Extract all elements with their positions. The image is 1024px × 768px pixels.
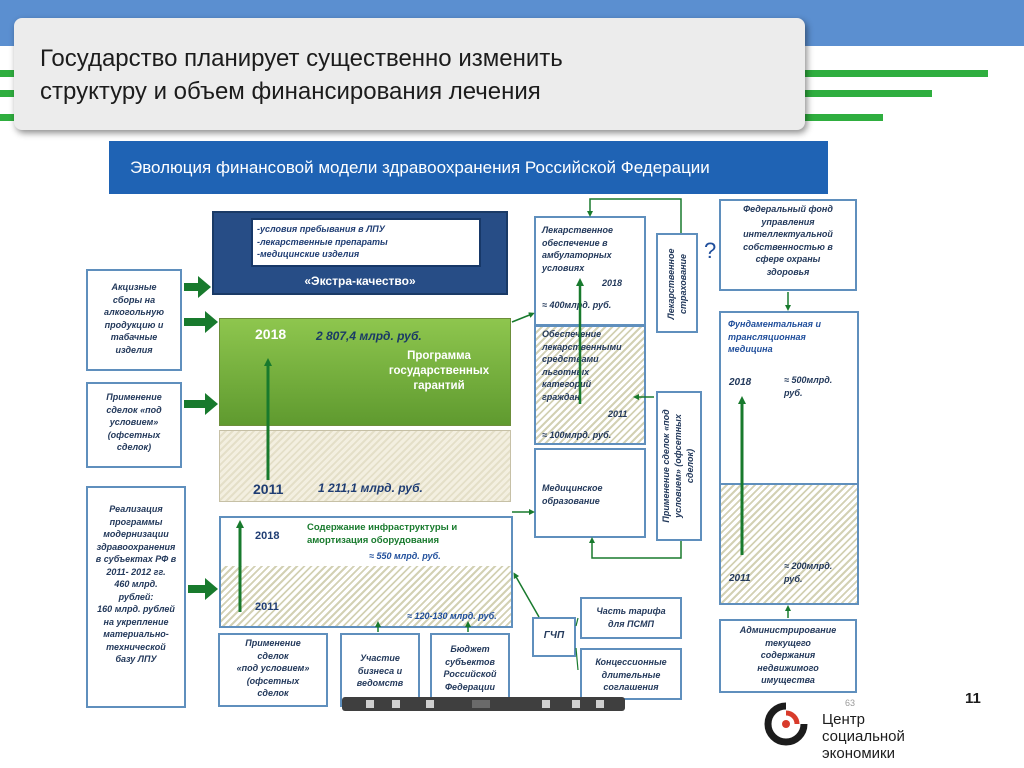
program-amount-2011: 1 211,1 млрд. руб. [318, 481, 423, 495]
drug-insurance-box [656, 233, 698, 333]
page-field[interactable] [472, 700, 490, 708]
fundamental-year-2018: 2018 [729, 377, 752, 388]
infrastructure-amount-2011: ≈ 120-130 млрд. руб. [407, 611, 497, 621]
slide-title: Государство планирует существенно измени… [40, 42, 780, 108]
program-year-2018: 2018 [255, 326, 287, 342]
program-year-2011: 2011 [253, 481, 284, 497]
offset-to-education-arrow [589, 537, 682, 559]
infrastructure-year-2011: 2011 [255, 601, 279, 613]
fundamental-amount-2018: ≈ 500млрд.руб. [784, 375, 833, 398]
ppp-to-infrastructure-arrow [513, 572, 540, 618]
offset-bottom-box [218, 633, 328, 707]
page-number: 11 [965, 690, 981, 707]
insurance-to-drugs-arrow [587, 198, 682, 233]
question-mark: ? [704, 238, 717, 263]
drugs-privileged-box [534, 325, 646, 445]
drugs-privileged-amount: ≈ 100млрд. руб. [542, 430, 612, 440]
logo-icon [764, 702, 808, 746]
program-to-drugs-arrow [511, 312, 535, 323]
slide-title-line: структуру и объем финансирования лечения [40, 78, 541, 105]
block-arrow-modernization [188, 578, 218, 600]
ppp-label: ГЧП [543, 630, 565, 641]
regional-budget-box [430, 633, 510, 707]
diagram-title: Эволюция финансовой модели здравоохранен… [130, 158, 710, 177]
extra-quality-list-box [251, 218, 481, 267]
excise-box [86, 269, 182, 371]
block-arrow-excise [184, 311, 218, 333]
concession-box [580, 648, 682, 700]
concession-to-ppp-line [575, 647, 579, 671]
slide-index: 63 [845, 698, 856, 708]
tariff-box [580, 597, 682, 639]
fundamental-amount-2011: ≈ 200млрд.руб. [784, 561, 833, 584]
drugs-privileged-year: 2011 [608, 409, 628, 419]
extra-quality-items: -условия пребывания в ЛПУ-лекарственные … [257, 224, 388, 259]
offset-deals-box [86, 382, 182, 468]
block-arrow-offset [184, 393, 218, 415]
slide-title-line: Государство планирует существенно измени… [40, 45, 563, 72]
presentation-toolbar[interactable] [342, 697, 625, 711]
fundamental-year-2011: 2011 [729, 573, 751, 584]
program-amount-2018: 2 807,4 млрд. руб. [316, 329, 422, 343]
prev-icon[interactable] [426, 700, 434, 708]
grid-icon[interactable] [366, 700, 374, 708]
infrastructure-year-2018: 2018 [255, 530, 280, 542]
fundamental-2011-area [721, 483, 857, 603]
federal-fund-box [719, 199, 857, 291]
infrastructure-amount-2018: ≈ 550 млрд. руб. [369, 551, 441, 561]
tariff-to-ppp-line [575, 617, 579, 627]
extra-quality-label: «Экстра-качество» [304, 274, 416, 288]
block-arrow-extra-quality [184, 276, 211, 298]
admin-box [719, 619, 857, 693]
window-icon[interactable] [392, 700, 400, 708]
ppp-box [532, 617, 576, 657]
next-icon[interactable] [542, 700, 550, 708]
infrastructure-2011-area [221, 566, 511, 626]
zoom-icon[interactable] [572, 700, 580, 708]
title-card [14, 18, 805, 130]
diagram-banner [109, 141, 828, 194]
menu-icon[interactable] [596, 700, 604, 708]
offset-vertical-box [656, 391, 702, 541]
drugs-outpatient-amount: ≈ 400млрд. руб. [542, 300, 612, 310]
drugs-outpatient-year: 2018 [602, 278, 623, 288]
modernization-box [86, 486, 186, 708]
